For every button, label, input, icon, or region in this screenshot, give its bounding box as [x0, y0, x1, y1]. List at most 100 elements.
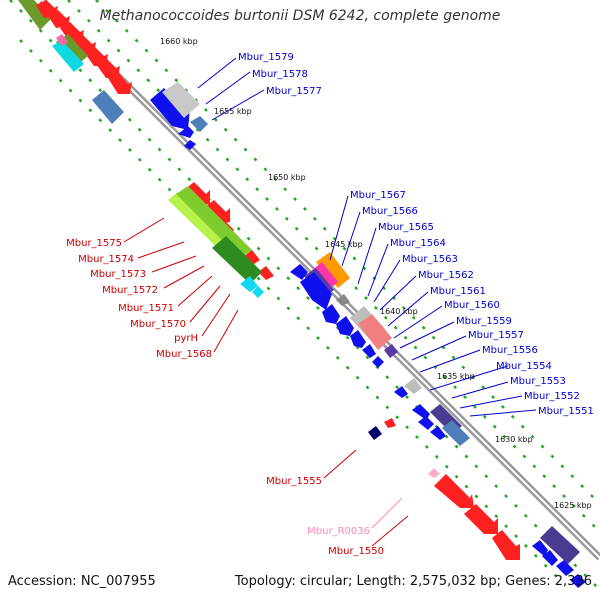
gene-label[interactable]: Mbur_1551	[538, 406, 594, 417]
gene-blue-1551b	[418, 416, 434, 430]
gene-label[interactable]: Mbur_1577	[266, 86, 322, 97]
gene-mbur-1579	[150, 88, 190, 130]
gene-label[interactable]: Mbur_1562	[418, 270, 474, 281]
gene-steelblue	[92, 90, 124, 124]
gene-blue-1564	[290, 264, 308, 280]
gene-label[interactable]: Mbur_1550	[328, 546, 384, 557]
gene-purple-1625a	[540, 526, 580, 564]
gene-blue-1625c	[556, 560, 574, 576]
gene-label[interactable]: Mbur_1556	[482, 345, 538, 356]
gene-label[interactable]: Mbur_1572	[102, 285, 158, 296]
leader-lines-red	[123, 217, 409, 547]
gene-red-1575f	[244, 250, 260, 264]
tick-1630: 1630 kbp	[495, 435, 533, 444]
gene-blue-1551a	[412, 404, 430, 420]
gene-label[interactable]: Mbur_R0036	[307, 526, 370, 537]
gene-red-1550c	[492, 530, 520, 560]
ruler-line-outer-right	[95, 0, 600, 505]
gene-labels-red: Mbur_1575 Mbur_1574 Mbur_1573 Mbur_1572 …	[66, 238, 384, 557]
gene-label[interactable]: Mbur_1566	[362, 206, 418, 217]
tick-1640: 1640 kbp	[380, 307, 418, 316]
gene-labels-blue: Mbur_1579 Mbur_1578 Mbur_1577 Mbur_1567 …	[238, 52, 594, 417]
gene-label[interactable]: Mbur_1560	[444, 300, 500, 311]
gene-mbur-1578	[162, 82, 200, 118]
gene-red-1550a	[434, 474, 474, 508]
gene-label[interactable]: Mbur_1565	[378, 222, 434, 233]
gene-label[interactable]: Mbur_1575	[66, 238, 122, 249]
gene-label[interactable]: Mbur_1571	[118, 303, 174, 314]
gene-purple-1559	[384, 344, 398, 358]
tick-1660: 1660 kbp	[160, 37, 198, 46]
gene-blue-1551c	[430, 426, 446, 440]
gene-label[interactable]: Mbur_1579	[238, 52, 294, 63]
gene-cluster-1579	[150, 82, 208, 150]
gene-blue-1557a	[322, 304, 340, 324]
gene-label[interactable]: Mbur_1567	[350, 190, 406, 201]
gene-label[interactable]: Mbur_1559	[456, 316, 512, 327]
gene-blue-1556	[362, 344, 376, 358]
tick-1625: 1625 kbp	[554, 501, 592, 510]
gene-blue-1563	[300, 272, 332, 310]
gene-label[interactable]: Mbur_1570	[130, 319, 186, 330]
gene-label[interactable]: Mbur_1554	[496, 361, 552, 372]
gene-label[interactable]: Mbur_1563	[402, 254, 458, 265]
gene-blue-1625a	[532, 540, 548, 556]
gene-gray-1562	[336, 294, 350, 306]
gene-label[interactable]: Mbur_1561	[430, 286, 486, 297]
gene-blue-1625b	[542, 550, 558, 566]
gene-pink-r0036	[428, 468, 440, 478]
gene-cluster-1550	[428, 468, 520, 560]
tick-1645: 1645 kbp	[325, 240, 363, 249]
gene-red-1550b	[464, 504, 498, 534]
gene-mbur-1577	[190, 116, 208, 132]
gene-label[interactable]: Mbur_1573	[90, 269, 146, 280]
gene-orange-1567	[316, 252, 350, 288]
gene-label[interactable]: pyrH	[174, 333, 198, 344]
ruler-line-outer-left	[19, 39, 561, 581]
leader-lines-blue	[197, 57, 537, 417]
gene-label[interactable]: Mbur_1553	[510, 376, 566, 387]
gene-label[interactable]: Mbur_1578	[252, 69, 308, 80]
gene-blue-1557c	[350, 330, 366, 348]
gene-red-1575b	[204, 200, 230, 224]
gene-cyan	[52, 40, 84, 72]
gene-cluster-1555	[368, 418, 396, 440]
gene-cluster-1625	[532, 526, 586, 588]
accession-text: Accession: NC_007955	[8, 574, 156, 589]
gene-label[interactable]: Mbur_1564	[390, 238, 446, 249]
gene-blue-1557b	[336, 316, 354, 336]
gene-red-g	[108, 72, 132, 94]
gene-pink-small	[56, 34, 68, 46]
gene-blue-1625d	[570, 574, 586, 588]
gene-cluster-top-left	[18, 0, 132, 124]
ruler-lines	[9, 0, 600, 591]
tick-1655: 1655 kbp	[214, 107, 252, 116]
gene-salmon-1560	[358, 314, 392, 350]
gene-cluster-1575	[168, 182, 274, 298]
gene-navy-1555	[368, 426, 382, 440]
gene-red-b	[48, 10, 70, 28]
gene-blue-1553	[394, 386, 408, 398]
gene-label[interactable]: Mbur_1552	[524, 391, 580, 402]
gene-cyan-small	[252, 286, 264, 298]
gene-cyan-pyrh	[240, 276, 258, 292]
gene-red-f	[96, 58, 120, 78]
gene-gray-1554	[404, 378, 422, 394]
map-title: Methanococcoides burtonii DSM 6242, comp…	[99, 8, 501, 24]
gene-steel-1551	[442, 420, 470, 446]
gene-cluster-1567	[290, 252, 470, 446]
tick-labels: 1660 kbp 1655 kbp 1650 kbp 1645 kbp 1640…	[160, 37, 592, 510]
gene-green-1572	[212, 236, 262, 284]
gene-green-1573	[176, 186, 252, 258]
gene-blue-small-b	[184, 140, 196, 150]
gene-label[interactable]: Mbur_1568	[156, 349, 212, 360]
gene-label[interactable]: Mbur_1555	[266, 476, 322, 487]
gene-red-1555	[384, 418, 396, 428]
leader-line-pink	[371, 497, 403, 529]
tick-1650: 1650 kbp	[268, 173, 306, 182]
gene-label[interactable]: Mbur_1574	[78, 254, 134, 265]
gene-label[interactable]: Mbur_1557	[468, 330, 524, 341]
gene-red-1575g	[258, 266, 274, 280]
